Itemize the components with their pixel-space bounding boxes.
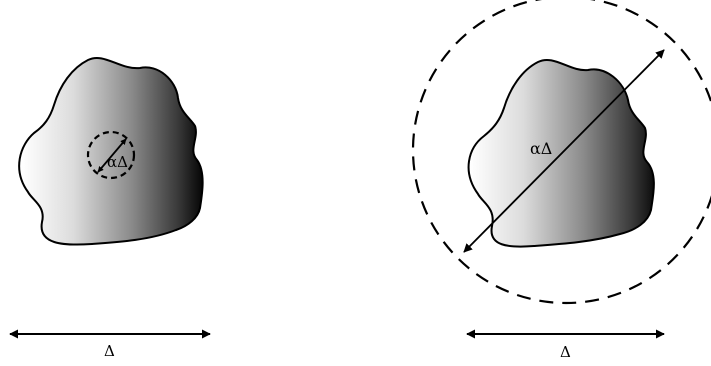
right-alpha-delta-label: αΔ [530, 139, 552, 158]
left-alpha-delta-label: αΔ [107, 153, 128, 171]
right-panel: αΔ Δ [411, 0, 711, 361]
left-delta-label: Δ [104, 342, 115, 360]
right-filter-circle [411, 0, 711, 305]
right-delta-label: Δ [560, 343, 571, 361]
left-alpha-delta-arrow [97, 138, 127, 173]
left-shaded-blob [18, 57, 204, 246]
right-alpha-delta-arrow [463, 49, 665, 253]
left-panel: αΔ Δ [9, 57, 211, 360]
left-filter-circle [86, 130, 136, 180]
